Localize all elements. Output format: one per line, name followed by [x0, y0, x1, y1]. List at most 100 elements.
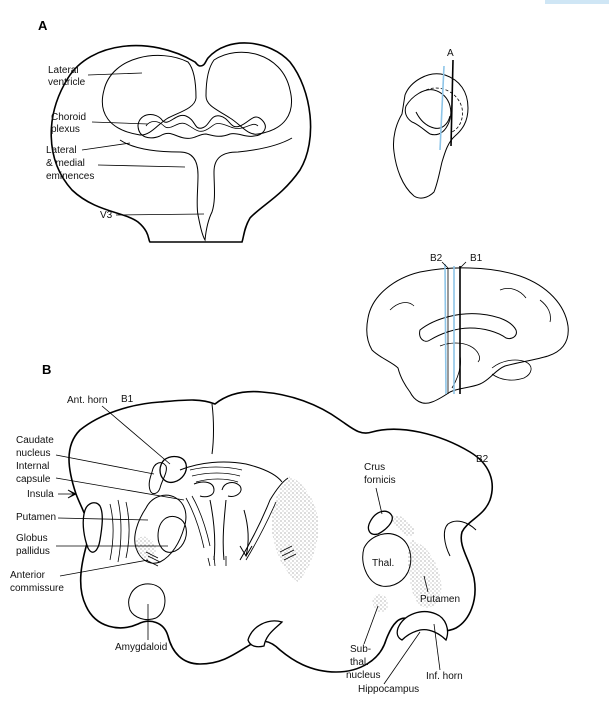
- lateral-fissure-left: [82, 502, 103, 553]
- thalamus: [362, 533, 412, 587]
- third-ventricle: [119, 137, 293, 242]
- label-putamen-right: Putamen: [420, 594, 460, 605]
- label-caudate-2: nucleus: [16, 448, 50, 459]
- label-lateral-ventricle-2: ventricle: [48, 77, 86, 88]
- label-subthal-1: Sub-: [350, 644, 371, 655]
- panel-label-a: A: [38, 18, 48, 33]
- left-lateral-ventricle: [101, 55, 197, 136]
- label-ant-horn: Ant. horn: [67, 395, 108, 406]
- corpus-callosum: [179, 461, 283, 483]
- label-caudate-1: Caudate: [16, 435, 54, 446]
- inferior-horn: [396, 611, 449, 642]
- brain-mid-corpus: [419, 313, 517, 342]
- plane-line-blue-mid: [444, 263, 447, 395]
- midline-notch: [211, 403, 214, 455]
- brain-mid-outline: [366, 267, 569, 404]
- plane-line-blue-top: [439, 65, 445, 151]
- label-globus-2: pallidus: [16, 546, 50, 557]
- label-subthal-2: thal.: [350, 657, 369, 668]
- brain-top-dashed: [425, 87, 463, 133]
- label-insula: Insula: [27, 489, 54, 500]
- label-b1: B1: [121, 394, 134, 405]
- label-plane-b2: B2: [430, 253, 443, 264]
- leader-v3: [115, 213, 205, 216]
- brain-top-outline: [393, 73, 469, 199]
- globus-pallidus: [157, 515, 187, 553]
- leader-crus: [375, 487, 383, 515]
- label-choroid-plexus-2: plexus: [51, 124, 80, 135]
- label-crus-1: Crus: [364, 462, 385, 473]
- label-internal-capsule-1: Internal: [16, 461, 49, 472]
- brain-mid-cerebellum: [491, 359, 532, 381]
- leader-eminences-b: [97, 164, 186, 168]
- stipple-internal-capsule: [271, 476, 319, 582]
- leader-caudate: [55, 454, 155, 475]
- leader-putamen-right: [423, 575, 429, 593]
- label-inf-horn: Inf. horn: [426, 671, 463, 682]
- small-marks-right: [279, 545, 297, 561]
- label-eminences-2: & medial: [46, 158, 85, 169]
- label-amygdaloid: Amygdaloid: [115, 642, 167, 653]
- leader-subthal: [363, 605, 379, 645]
- ventricle-body: [193, 481, 242, 498]
- label-crus-2: fornicis: [364, 475, 396, 486]
- leader-lateral-ventricle: [87, 72, 143, 76]
- label-plane-b1: B1: [470, 253, 483, 264]
- leader-hippocampus: [383, 631, 421, 685]
- hippocampus-left: [247, 620, 284, 648]
- label-v3: V3: [100, 210, 113, 221]
- leader-putamen-left: [57, 517, 149, 521]
- panel-b-labels: B1 B2 Ant. horn Caudate nucleus Internal…: [10, 394, 489, 695]
- label-subthal-3: nucleus: [346, 670, 380, 681]
- label-lateral-ventricle-1: Lateral: [48, 65, 79, 76]
- anterior-commissure-marks: [145, 551, 161, 567]
- leader-inf-horn: [433, 623, 441, 671]
- brain-mid-gyri: [389, 288, 551, 323]
- leader-choroid-plexus: [91, 121, 149, 125]
- panel-label-b: B: [42, 362, 51, 377]
- label-anterior-commissure-2: commissure: [10, 583, 64, 594]
- label-internal-capsule-2: capsule: [16, 474, 51, 485]
- leader-b1: [459, 261, 467, 269]
- anterior-horn: [159, 455, 188, 484]
- third-ventricle-b: [209, 499, 227, 561]
- right-internal-capsule: [239, 477, 289, 561]
- choroid-plexus-inner: [145, 121, 259, 132]
- plane-line-a: [450, 59, 454, 147]
- lateral-fissure-right: [443, 520, 477, 557]
- brain-top-inner: [415, 111, 451, 129]
- label-eminences-1: Lateral: [46, 145, 77, 156]
- fornix-column: [239, 509, 253, 558]
- stipple-caudate-left: [135, 536, 156, 560]
- label-globus-1: Globus: [16, 533, 48, 544]
- leader-anterior-commissure: [59, 559, 149, 577]
- stipple-subthalamic: [372, 594, 388, 612]
- brain-mid-fornix: [439, 342, 480, 363]
- label-putamen-left: Putamen: [16, 512, 56, 523]
- leader-ant-horn: [101, 405, 171, 465]
- third-ventricle-marks: [207, 555, 227, 567]
- right-internal-capsule-inner: [245, 501, 277, 561]
- putamen-left: [134, 494, 187, 564]
- leader-b2: [441, 261, 449, 269]
- panel-a-labels: Lateral ventricle Choroid plexus Lateral…: [46, 65, 205, 221]
- internal-capsule-fibers: [185, 495, 211, 549]
- leader-eminences-a: [81, 142, 131, 151]
- insula-arrow: [58, 489, 77, 499]
- stipple-putamen-right: [408, 540, 442, 608]
- label-thal: Thal.: [372, 558, 394, 569]
- caudate-nucleus: [148, 462, 167, 495]
- panel-b-section: [68, 390, 494, 673]
- label-anterior-commissure-1: Anterior: [10, 570, 46, 581]
- label-b2: B2: [476, 454, 489, 465]
- stipple-thalamus-edge: [392, 515, 415, 537]
- panel-a-outline: [50, 42, 312, 243]
- label-hippocampus: Hippocampus: [358, 684, 419, 695]
- brain-top-temporal: [404, 89, 452, 136]
- brain-sagittal: B2 B1: [366, 253, 569, 404]
- label-plane-a: A: [447, 48, 454, 59]
- leader-internal-capsule: [55, 477, 185, 501]
- crus-fornicis: [367, 510, 393, 536]
- corner-tab: [545, 0, 609, 4]
